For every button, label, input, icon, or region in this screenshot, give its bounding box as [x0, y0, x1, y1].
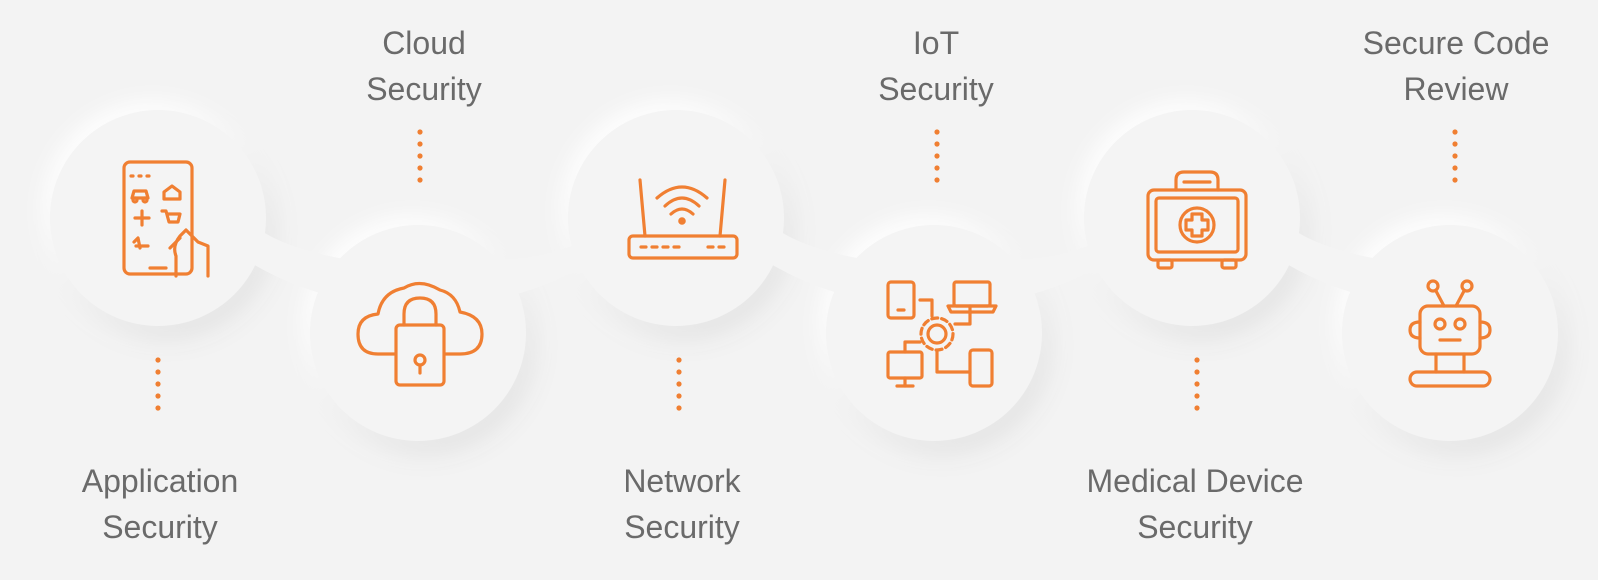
robot-icon [1408, 279, 1492, 388]
label-line-2: Security [102, 509, 218, 545]
wifi-router-icon [627, 178, 739, 260]
label-line-1: IoT [912, 25, 960, 61]
dots-medical [1194, 357, 1200, 411]
label-network-security: Network Security [552, 458, 812, 550]
label-line-1: Cloud [382, 25, 466, 61]
circle-secure-code-review [1342, 225, 1558, 441]
dots-application [155, 357, 161, 411]
label-line-1: Medical Device [1086, 463, 1304, 499]
label-line-2: Security [878, 71, 994, 107]
iot-devices-icon [886, 280, 998, 388]
circle-network-security [568, 110, 784, 326]
label-application-security: Application Security [30, 458, 290, 550]
dots-iot [934, 129, 940, 183]
circle-application-security [50, 110, 266, 326]
label-line-2: Security [624, 509, 740, 545]
dots-network [676, 357, 682, 411]
label-line-1: Application [81, 463, 239, 499]
label-cloud-security: Cloud Security [294, 20, 554, 112]
medical-kit-icon [1146, 170, 1248, 270]
mobile-app-icon [122, 160, 210, 278]
dots-secure-code [1452, 129, 1458, 183]
dotted-connectors [155, 129, 1458, 411]
label-secure-code-review: Secure Code Review [1326, 20, 1586, 112]
chain-bridges [230, 230, 1384, 300]
label-line-2: Security [366, 71, 482, 107]
label-line-1: Secure Code [1362, 25, 1550, 61]
cloud-lock-icon [356, 281, 484, 387]
label-medical-device-security: Medical Device Security [1065, 458, 1325, 550]
circle-iot-security [826, 225, 1042, 441]
label-line-2: Security [1137, 509, 1253, 545]
circle-chain [50, 110, 1558, 441]
circle-cloud-security [310, 225, 526, 441]
label-line-2: Review [1403, 71, 1509, 107]
dots-cloud [417, 129, 423, 183]
label-line-1: Network [623, 463, 741, 499]
label-iot-security: IoT Security [806, 20, 1066, 112]
